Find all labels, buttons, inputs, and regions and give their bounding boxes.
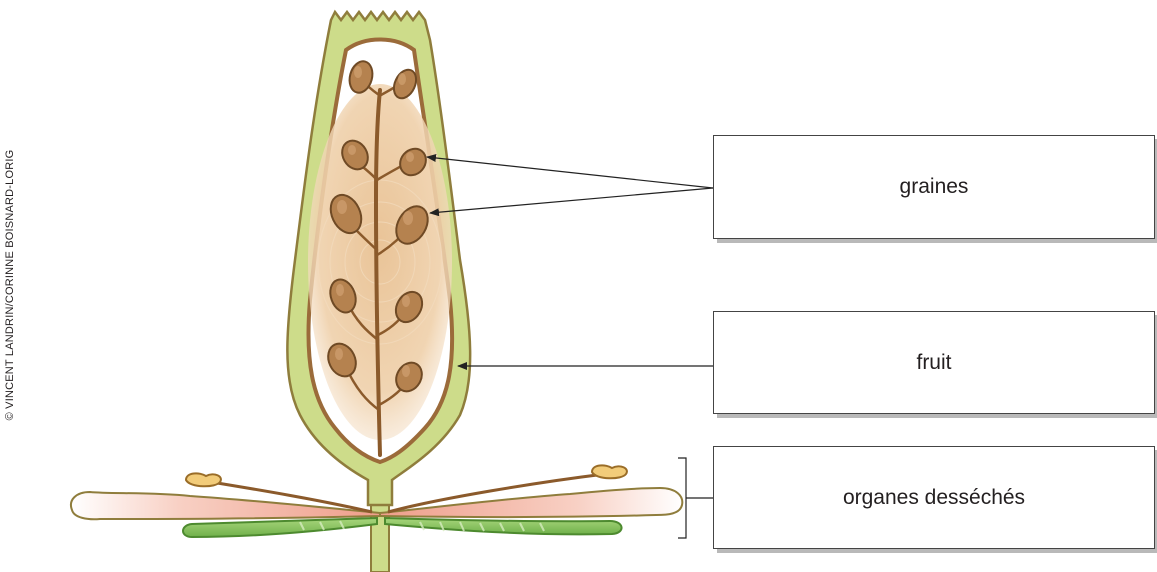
anther-left bbox=[186, 473, 221, 486]
anther-right bbox=[592, 465, 627, 478]
petal-left bbox=[71, 492, 380, 519]
sepal-right bbox=[385, 518, 622, 534]
photo-credit: © VINCENT LANDRIN/CORINNE BOISNARD-LORIG bbox=[4, 150, 16, 421]
arrow-graines-2 bbox=[430, 188, 713, 213]
label-graines: graines bbox=[900, 175, 969, 199]
label-box-fruit: fruit bbox=[713, 311, 1155, 414]
label-box-organes: organes desséchés bbox=[713, 446, 1155, 549]
arrow-graines-1 bbox=[427, 157, 713, 188]
label-box-graines: graines bbox=[713, 135, 1155, 239]
label-organes: organes desséchés bbox=[843, 486, 1025, 510]
dried-sepals bbox=[183, 518, 622, 537]
label-fruit: fruit bbox=[916, 351, 951, 375]
sepal-left bbox=[183, 518, 377, 537]
